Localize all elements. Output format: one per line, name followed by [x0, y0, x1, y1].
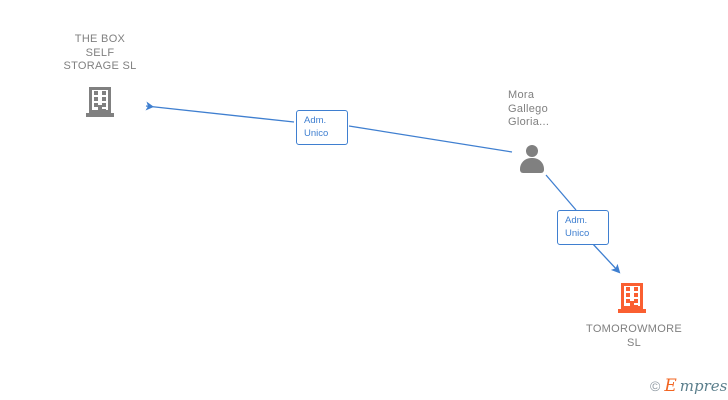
person-icon[interactable] — [517, 144, 547, 174]
building-window — [94, 97, 98, 101]
building-window — [634, 299, 638, 303]
building-window — [102, 103, 106, 107]
node-label-mora-gallego-gloria: Mora Gallego Gloria... — [508, 89, 550, 128]
building-window — [102, 97, 106, 101]
building-door — [98, 105, 102, 113]
building-window — [634, 287, 638, 291]
building-icon[interactable] — [618, 283, 646, 313]
node-label-the-box-self-storage: THE BOX SELF STORAGE SL — [63, 33, 137, 72]
building-window — [634, 293, 638, 297]
building-window — [94, 91, 98, 95]
person-head — [526, 145, 538, 157]
node-label-tomorowmore: TOMOROWMORE SL — [586, 323, 682, 349]
building-window — [626, 287, 630, 291]
building-window — [94, 103, 98, 107]
watermark-empresia: © E mpresia — [650, 378, 728, 395]
building-base — [86, 113, 114, 117]
building-window — [626, 299, 630, 303]
building-window — [634, 305, 638, 309]
person-body — [520, 158, 544, 173]
building-base — [618, 309, 646, 313]
building-window — [102, 91, 106, 95]
edge-badge-adm-unico-tomorowmore[interactable]: Adm. Unico — [557, 210, 609, 245]
building-icon[interactable] — [86, 87, 114, 117]
copyright-symbol: © — [650, 378, 661, 394]
building-window — [102, 109, 106, 113]
brand-initial: E — [664, 376, 677, 396]
brand-name: mpresia — [679, 377, 728, 395]
building-window — [626, 293, 630, 297]
edge-badge-adm-unico-the-box[interactable]: Adm. Unico — [296, 110, 348, 145]
building-door — [630, 301, 634, 309]
